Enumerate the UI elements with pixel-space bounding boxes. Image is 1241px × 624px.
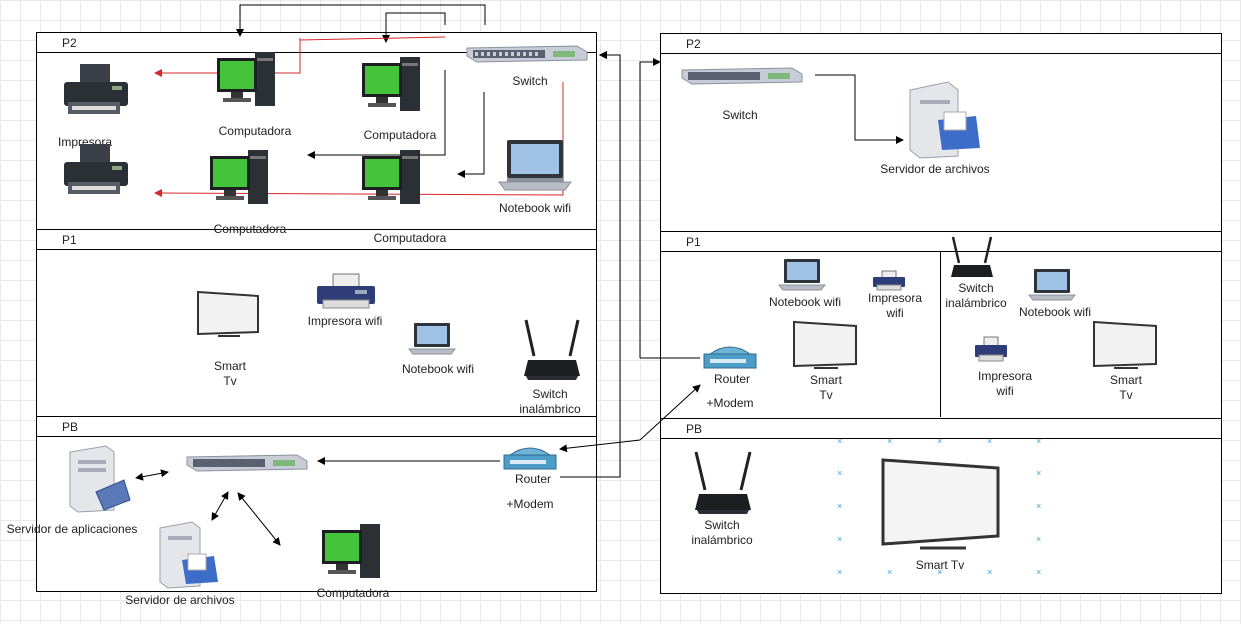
selection-handle-icon: × <box>1036 534 1042 544</box>
impresora-wifi-label: Impresora wifi <box>307 314 383 328</box>
selection-handle-icon: × <box>837 436 843 446</box>
router-icon <box>502 443 558 475</box>
computer-icon <box>360 148 424 208</box>
servidor-archivos-label: Servidor de archivos <box>125 593 235 607</box>
left-pb-header: PB <box>36 416 597 437</box>
notebook-label: Notebook wifi <box>1018 305 1092 319</box>
modem-label: +Modem <box>506 497 554 511</box>
router-label: Router <box>514 472 552 486</box>
wireless-switch-icon <box>950 235 994 281</box>
notebook-label: Notebook wifi <box>498 201 572 215</box>
selection-handle-icon: × <box>837 501 843 511</box>
selection-handle-icon: × <box>1036 567 1042 577</box>
computer-icon <box>215 50 279 110</box>
switch-label: Switch <box>512 74 548 88</box>
wireless-switch-icon <box>692 448 754 518</box>
servidor-archivos-label: Servidor de archivos <box>880 162 990 176</box>
computer-icon <box>360 55 424 115</box>
computadora-label: Computadora <box>218 124 292 138</box>
computadora-label: Computadora <box>373 231 447 245</box>
printer-icon <box>60 62 132 122</box>
left-p2-header: P2 <box>36 32 597 53</box>
selection-handle-icon: × <box>837 567 843 577</box>
right-p1-divider <box>940 251 941 417</box>
printer-wifi-icon <box>315 272 377 312</box>
selection-handle-icon: × <box>1036 501 1042 511</box>
selection-handle-icon: × <box>887 436 893 446</box>
computadora-label: Computadora <box>363 128 437 142</box>
computer-icon <box>208 148 272 208</box>
modem-label: +Modem <box>706 396 754 410</box>
servidor-aplicaciones-label: Servidor de aplicaciones <box>6 522 138 536</box>
impresora-wifi-label: Impresora wifi <box>977 369 1033 398</box>
wireless-switch-icon <box>522 316 582 384</box>
printer-icon <box>60 142 132 202</box>
selection-handle-icon: × <box>1036 436 1042 446</box>
smart-tv-icon <box>880 458 1004 554</box>
notebook-icon <box>497 138 573 196</box>
selection-handle-icon: × <box>1036 468 1042 478</box>
notebook-icon <box>1027 268 1077 302</box>
switch-inalambrico-label: Switch inalámbrico <box>691 518 753 547</box>
smart-tv-icon <box>196 290 262 340</box>
left-p1-section <box>36 249 597 417</box>
smart-tv-icon <box>1092 320 1160 372</box>
selection-handle-icon: × <box>987 436 993 446</box>
computadora-label: Computadora <box>316 586 390 600</box>
notebook-label: Notebook wifi <box>768 295 842 309</box>
computer-icon <box>320 522 384 582</box>
notebook-icon <box>777 258 827 292</box>
selection-handle-icon: × <box>937 436 943 446</box>
computadora-label: Computadora <box>213 222 287 236</box>
impresora-wifi-label: Impresora wifi <box>867 291 923 320</box>
left-p1-header: P1 <box>36 229 597 250</box>
right-p2-header: P2 <box>660 33 1222 54</box>
notebook-icon <box>407 322 457 356</box>
printer-wifi-icon <box>872 270 906 292</box>
smart-tv-label: Smart Tv <box>809 373 842 402</box>
smart-tv-icon <box>792 320 860 372</box>
application-server-icon <box>66 444 134 514</box>
selection-handle-icon: × <box>887 567 893 577</box>
printer-wifi-icon <box>974 336 1008 364</box>
smart-tv-label: Smart Tv <box>915 558 965 572</box>
smart-tv-label: Smart Tv <box>1109 373 1142 402</box>
right-pb-header: PB <box>660 418 1222 439</box>
router-label: Router <box>713 372 751 386</box>
selection-handle-icon: × <box>987 567 993 577</box>
selection-handle-icon: × <box>837 468 843 478</box>
switch-inalambrico-label: Switch inalámbrico <box>519 387 581 416</box>
switch-icon <box>465 40 589 66</box>
selection-handle-icon: × <box>937 567 943 577</box>
smart-tv-label: Smart Tv <box>213 359 246 388</box>
file-server-icon <box>156 520 222 590</box>
switch-icon <box>680 62 804 88</box>
selection-handle-icon: × <box>837 534 843 544</box>
file-server-icon <box>906 80 984 160</box>
switch-icon <box>185 449 309 475</box>
switch-label: Switch <box>722 108 758 122</box>
switch-inalambrico-label: Switch inalámbrico <box>945 281 1007 310</box>
right-p1-header: P1 <box>660 231 1222 252</box>
router-icon <box>702 342 758 374</box>
left-p2-section <box>36 51 597 231</box>
notebook-label: Notebook wifi <box>401 362 475 376</box>
